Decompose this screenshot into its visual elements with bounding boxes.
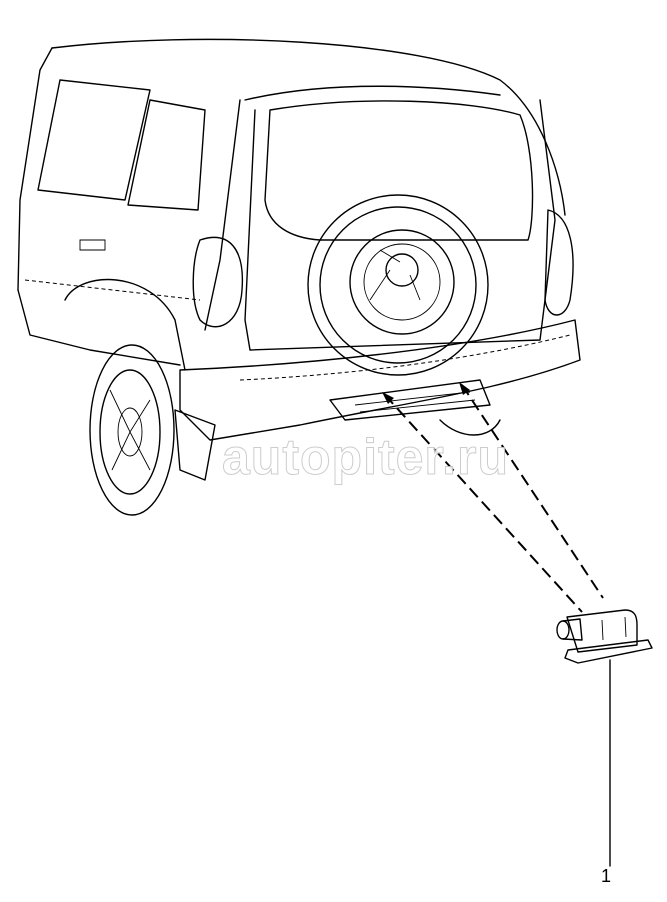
watermark: autopiter.ru xyxy=(221,429,510,486)
callout-label-1: 1 xyxy=(601,866,612,886)
